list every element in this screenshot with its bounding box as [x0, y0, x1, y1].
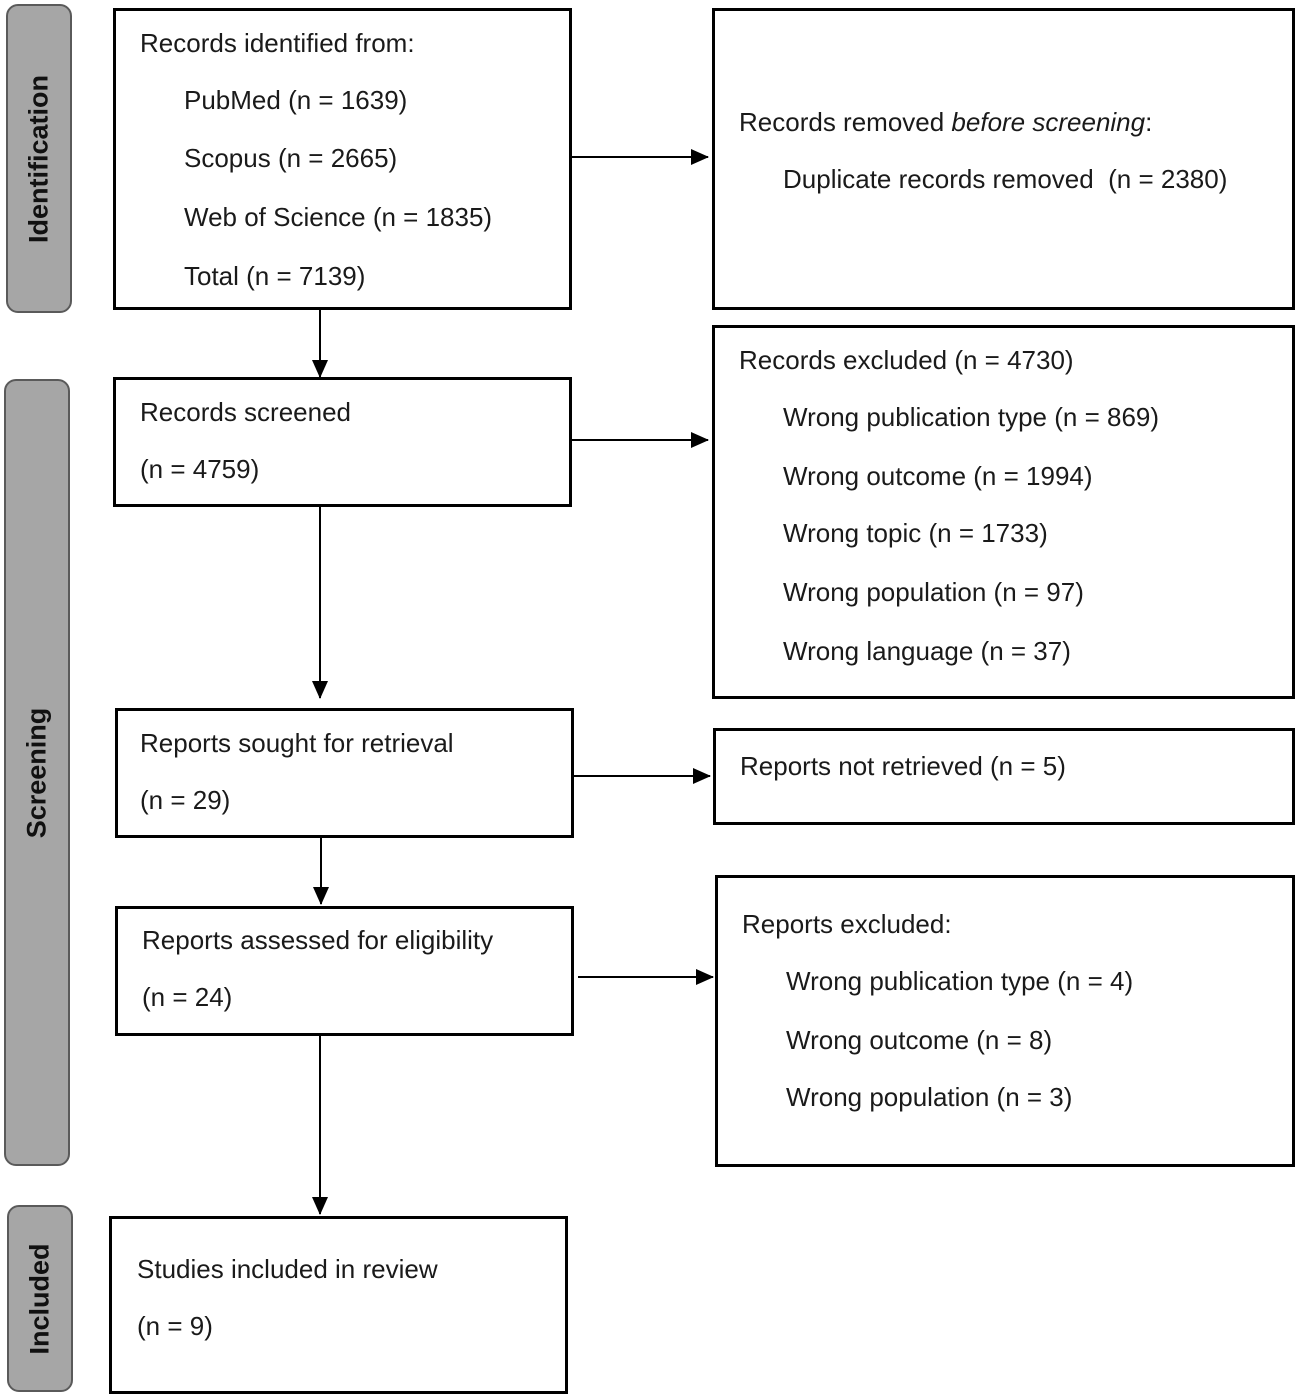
duplicates-removed: Duplicate records removed (n = 2380)	[783, 164, 1228, 194]
studies-included-box: Studies included in review (n = 9)	[109, 1216, 568, 1394]
studies-included-count: (n = 9)	[137, 1311, 213, 1341]
records-screened-count: (n = 4759)	[140, 454, 260, 484]
source-pubmed: PubMed (n = 1639)	[184, 85, 408, 115]
stage-included: Included	[7, 1205, 73, 1392]
reports-excluded-heading: Reports excluded:	[742, 909, 952, 939]
excluded-reason: Wrong topic (n = 1733)	[783, 518, 1048, 548]
reports-sought-count: (n = 29)	[140, 785, 231, 815]
source-scopus: Scopus (n = 2665)	[184, 143, 398, 173]
records-excluded-box: Records excluded (n = 4730) Wrong public…	[712, 325, 1295, 699]
excluded-reason: Wrong population (n = 97)	[783, 577, 1084, 607]
records-screened-box: Records screened (n = 4759)	[113, 377, 572, 507]
records-removed-heading-prefix: Records removed	[739, 107, 952, 137]
reports-sought-box: Reports sought for retrieval (n = 29)	[115, 708, 574, 838]
records-screened-label: Records screened	[140, 397, 351, 427]
excluded-reason: Wrong language (n = 37)	[783, 636, 1071, 666]
records-removed-heading-emphasis: before screening	[951, 107, 1146, 137]
studies-included-label: Studies included in review	[137, 1254, 438, 1284]
reports-sought-label: Reports sought for retrieval	[140, 728, 454, 758]
records-identified-heading: Records identified from:	[140, 28, 415, 58]
records-excluded-heading: Records excluded (n = 4730)	[739, 345, 1074, 375]
reports-not-retrieved-box: Reports not retrieved (n = 5)	[713, 728, 1295, 825]
records-removed-heading-suffix: :	[1145, 107, 1153, 137]
stage-identification: Identification	[6, 4, 72, 313]
records-removed-box: Records removed before screening: Duplic…	[712, 8, 1295, 310]
records-total: Total (n = 7139)	[184, 261, 366, 291]
reports-excluded-box: Reports excluded: Wrong publication type…	[715, 875, 1295, 1167]
records-removed-heading: Records removed before screening:	[739, 107, 1152, 137]
source-web-of-science: Web of Science (n = 1835)	[184, 202, 493, 232]
records-identified-box: Records identified from: PubMed (n = 163…	[113, 8, 572, 310]
excluded-reason: Wrong outcome (n = 1994)	[783, 461, 1093, 491]
reports-excluded-reason: Wrong population (n = 3)	[786, 1082, 1073, 1112]
reports-excluded-reason: Wrong publication type (n = 4)	[786, 966, 1134, 996]
reports-excluded-reason: Wrong outcome (n = 8)	[786, 1025, 1053, 1055]
stage-screening: Screening	[4, 379, 70, 1166]
reports-assessed-count: (n = 24)	[142, 982, 233, 1012]
reports-assessed-box: Reports assessed for eligibility (n = 24…	[115, 906, 574, 1036]
excluded-reason: Wrong publication type (n = 869)	[783, 402, 1160, 432]
reports-not-retrieved-label: Reports not retrieved (n = 5)	[740, 751, 1066, 781]
reports-assessed-label: Reports assessed for eligibility	[142, 925, 494, 955]
